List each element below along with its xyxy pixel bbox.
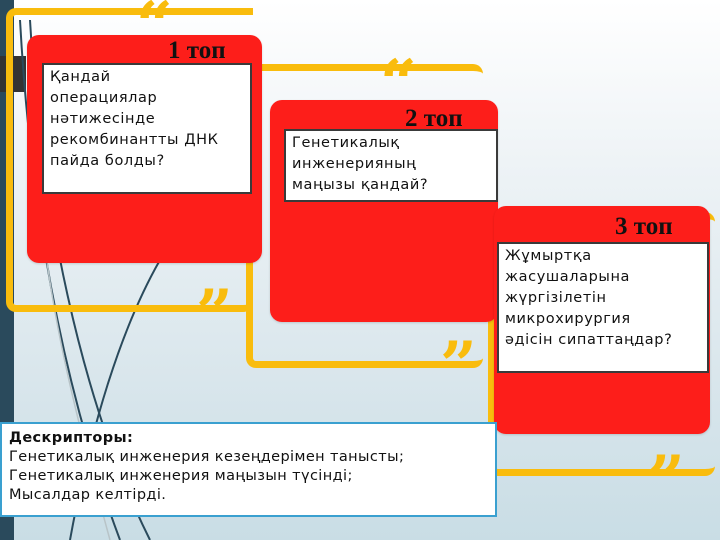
question-line: маңызы қандай? xyxy=(292,177,429,193)
descriptor-item: Мысалдар келтірді. xyxy=(9,487,167,503)
group-title-3: 3 топ xyxy=(615,213,673,240)
bubble-frame-1 xyxy=(6,8,253,312)
question-line: рекомбинантты ДНК xyxy=(50,132,219,148)
question-line: пайда болды? xyxy=(50,153,165,169)
question-box-3: Жұмыртқа жасушаларына жүргізілетін микро… xyxy=(497,242,709,373)
descriptor-item: Генетикалық инженерия маңызын түсінді; xyxy=(9,468,353,484)
group-title-1: 1 топ xyxy=(168,37,226,64)
question-line: әдісін сипаттаңдар? xyxy=(505,332,673,348)
question-line: операциялар xyxy=(50,90,158,106)
question-line: Қандай xyxy=(50,69,111,85)
question-line: инженерияның xyxy=(292,156,417,172)
side-accent-block xyxy=(0,56,26,92)
question-line: микрохирургия xyxy=(505,311,631,327)
question-line: Генетикалық xyxy=(292,135,400,151)
close-quote-icon-1: ” xyxy=(196,276,233,351)
question-line: нәтижесінде xyxy=(50,111,156,127)
descriptor-item: Генетикалық инженерия кезеңдерімен таныс… xyxy=(9,449,405,465)
descriptors-box: Дескрипторы: Генетикалық инженерия кезең… xyxy=(0,422,497,517)
group-title-2: 2 топ xyxy=(405,105,463,132)
question-line: жасушаларына xyxy=(505,269,631,285)
question-line: жүргізілетін xyxy=(505,290,607,306)
question-box-1: Қандай операциялар нәтижесінде рекомбина… xyxy=(42,63,252,194)
descriptors-heading: Дескрипторы: xyxy=(9,430,134,446)
question-line: Жұмыртқа xyxy=(505,248,592,264)
question-box-2: Генетикалық инженерияның маңызы қандай? xyxy=(284,129,498,202)
close-quote-icon-3: ” xyxy=(648,442,685,517)
close-quote-icon-2: ” xyxy=(440,328,477,403)
